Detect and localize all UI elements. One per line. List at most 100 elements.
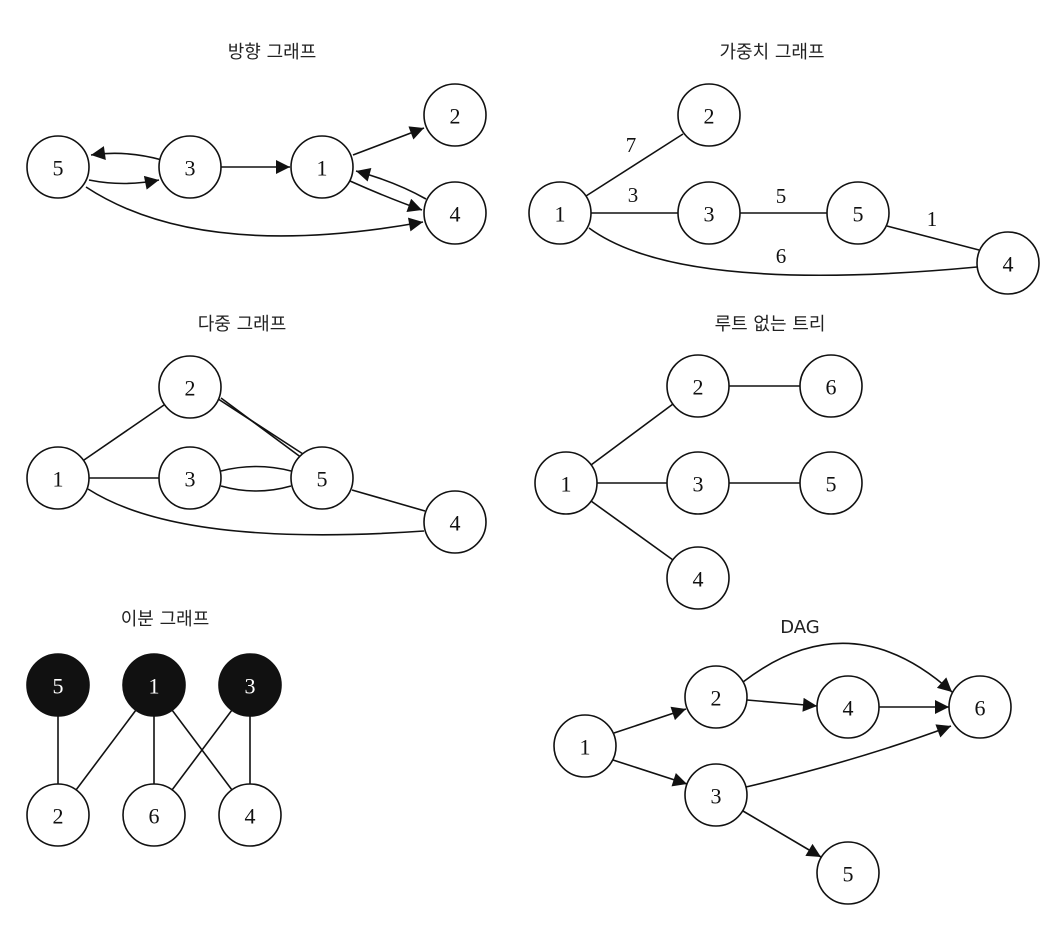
node-label: 2	[185, 376, 196, 401]
node-circle	[290, 446, 354, 510]
node-circle	[158, 446, 222, 510]
node-label: 3	[185, 467, 196, 492]
node-circle	[26, 446, 90, 510]
node-circle	[158, 135, 222, 199]
dag-node-4: 4	[816, 675, 880, 739]
weighted-edge-weight: 5	[776, 184, 787, 208]
weighted-node-3: 3	[677, 181, 741, 245]
node-label: 5	[853, 202, 864, 227]
node-circle	[976, 231, 1040, 295]
directed-graph: 방향 그래프 5 3 1 2 4	[26, 42, 487, 245]
multigraph-edge-2-5	[220, 397, 311, 465]
unrooted-tree-node-1: 1	[534, 451, 598, 515]
node-label: 5	[53, 674, 64, 699]
bipartite-edge-1-2	[75, 709, 137, 791]
weighted-node-5: 5	[826, 181, 890, 245]
multigraph-node-3: 3	[158, 446, 222, 510]
node-label: 3	[245, 674, 256, 699]
weighted-edge-weight: 1	[927, 207, 938, 231]
node-circle	[528, 181, 592, 245]
weighted-graph: 가중치 그래프 7 3 5 1 6 1 2 3 5 4	[528, 42, 1040, 295]
directed-edge-5-3	[88, 175, 160, 190]
multigraph-node-2: 2	[158, 355, 222, 419]
unrooted-tree-node-5: 5	[799, 451, 863, 515]
multigraph-edge-3-5	[220, 485, 292, 492]
weighted-edge-1-2	[585, 133, 684, 197]
bipartite-node-1: 1	[122, 653, 186, 717]
dag-edge-2-6	[742, 642, 953, 693]
weighted-node-4: 4	[976, 231, 1040, 295]
node-circle	[666, 451, 730, 515]
node-circle	[684, 763, 748, 827]
unrooted-tree-edge-1-4	[590, 500, 674, 561]
unrooted-tree-node-3: 3	[666, 451, 730, 515]
node-label: 1	[53, 467, 64, 492]
multigraph-edge-1-4	[87, 488, 425, 536]
directed-edge-5-4	[85, 186, 424, 237]
node-circle	[799, 354, 863, 418]
node-label: 1	[555, 202, 566, 227]
node-label: 4	[1003, 252, 1014, 277]
multigraph-node-4: 4	[423, 490, 487, 554]
dag-node-5: 5	[816, 841, 880, 905]
directed-edge-3-5	[90, 146, 163, 161]
node-label: 2	[53, 804, 64, 829]
node-label: 3	[185, 156, 196, 181]
dag-node-1: 1	[553, 714, 617, 778]
node-label: 3	[704, 202, 715, 227]
node-circle	[826, 181, 890, 245]
unrooted-tree-node-4: 4	[666, 546, 730, 610]
weighted-edge-weight: 7	[626, 133, 637, 157]
dag-node-2: 2	[684, 665, 748, 729]
bipartite-node-4: 4	[218, 783, 282, 847]
node-label: 4	[843, 696, 854, 721]
node-label: 4	[693, 567, 704, 592]
weighted-edge-weight: 3	[628, 183, 639, 207]
weighted-node-1: 1	[528, 181, 592, 245]
multigraph-node-5: 5	[290, 446, 354, 510]
node-label: 6	[149, 804, 160, 829]
dag-edge-1-3	[612, 759, 688, 787]
node-label: 2	[704, 104, 715, 129]
node-circle	[423, 181, 487, 245]
bipartite-node-3: 3	[218, 653, 282, 717]
multigraph-edge-1-2	[83, 404, 165, 461]
node-label: 6	[826, 375, 837, 400]
node-label: 1	[317, 156, 328, 181]
dag-edge-1-2	[613, 706, 687, 734]
directed-graph-title: 방향 그래프	[228, 42, 317, 63]
node-label: 1	[580, 735, 591, 760]
node-circle	[26, 783, 90, 847]
node-circle	[423, 83, 487, 147]
node-label: 4	[450, 511, 461, 536]
node-label: 5	[317, 467, 328, 492]
node-label: 1	[561, 472, 572, 497]
bipartite-edge-3-6	[171, 709, 233, 791]
dag-graph-title: DAG	[780, 617, 820, 638]
node-circle	[816, 675, 880, 739]
directed-node-4: 4	[423, 181, 487, 245]
node-label: 5	[53, 156, 64, 181]
node-label: 1	[149, 674, 160, 699]
unrooted-tree-node-2: 2	[666, 354, 730, 418]
node-circle	[423, 490, 487, 554]
directed-node-5: 5	[26, 135, 90, 199]
node-circle	[816, 841, 880, 905]
dag-edge-3-5	[742, 810, 822, 858]
node-circle	[553, 714, 617, 778]
bipartite-node-2: 2	[26, 783, 90, 847]
node-label: 4	[245, 804, 256, 829]
unrooted-tree-node-6: 6	[799, 354, 863, 418]
weighted-node-2: 2	[677, 83, 741, 147]
directed-node-2: 2	[423, 83, 487, 147]
weighted-graph-title: 가중치 그래프	[719, 42, 824, 63]
node-circle	[122, 653, 186, 717]
multigraph-edge-5-4	[351, 489, 426, 512]
node-circle	[666, 354, 730, 418]
weighted-edge-weight: 6	[776, 244, 787, 268]
dag-node-3: 3	[684, 763, 748, 827]
weighted-edge-5-4	[886, 225, 980, 251]
